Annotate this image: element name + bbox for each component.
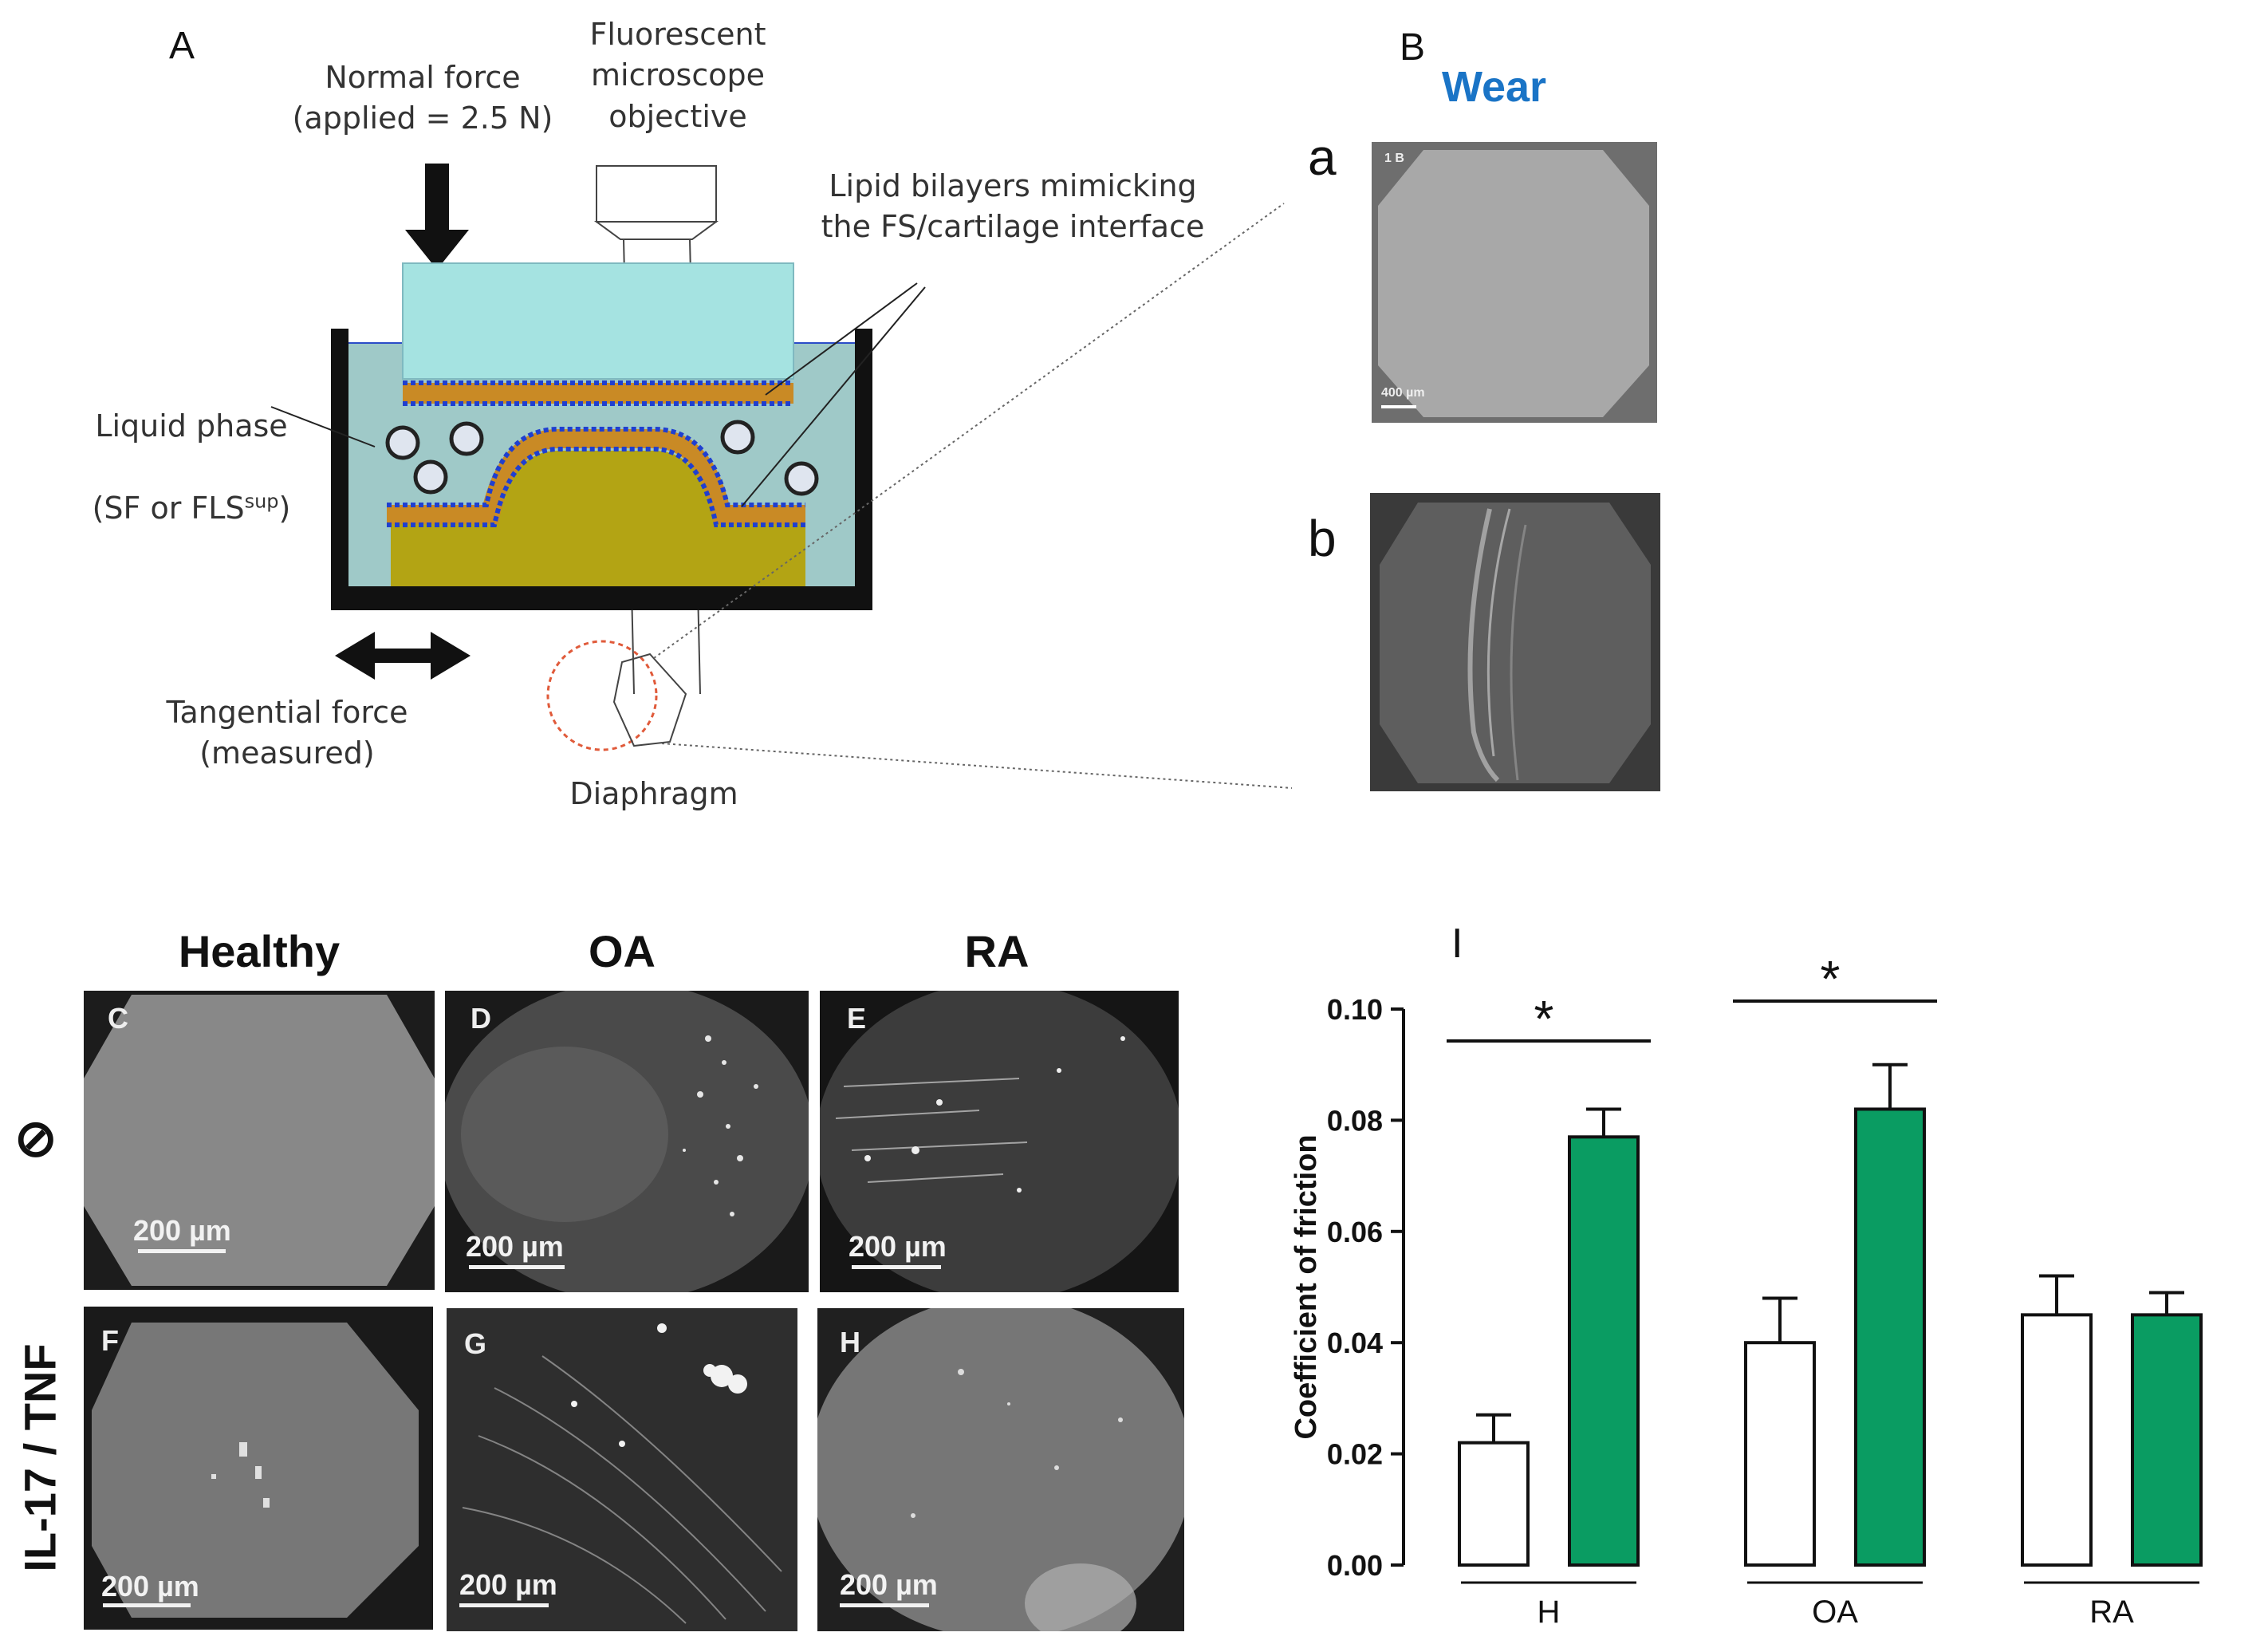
tangential-force-label: Tangential force (measured)	[166, 695, 408, 771]
sub-letter-b: b	[1308, 510, 1337, 567]
sub-letter-a: a	[1308, 128, 1337, 186]
lipid-bilayers-label: Lipid bilayers mimicking the FS/cartilag…	[821, 168, 1205, 245]
panel-letter-i: I	[1451, 921, 1463, 967]
micrograph-c-letter: C	[108, 1002, 128, 1035]
bar	[1744, 1341, 1816, 1567]
diaphragm-circle	[546, 640, 658, 751]
friction-bar-chart: I Coefficient of friction 0.000.020.040.…	[1290, 921, 2203, 1630]
micrograph-c-scale-bar	[138, 1249, 226, 1253]
bar	[2021, 1313, 2093, 1567]
liquid-phase-sup: sup	[244, 490, 279, 513]
objective-aperture-outline	[612, 652, 687, 747]
x-category-label: H	[1538, 1595, 1561, 1630]
wear-image-b	[1370, 493, 1660, 791]
micrograph-f-scale-label: 200 µm	[101, 1570, 199, 1603]
column-header-healthy: Healthy	[178, 926, 341, 976]
micrograph-g-scale-bar	[459, 1603, 549, 1607]
bars: H OA RA	[1458, 1063, 2203, 1630]
micrograph-g-letter: G	[464, 1327, 487, 1360]
significance-star: *	[1534, 990, 1554, 1047]
liquid-phase-main: Liquid phase	[95, 408, 288, 444]
wear-image-a-tag: 1 B	[1384, 152, 1404, 165]
liquid-particles	[385, 420, 819, 496]
significance-markers: **	[1447, 950, 1937, 1047]
micrograph-d-scale-label: 200 µm	[466, 1230, 564, 1263]
y-tick-label: 0.10	[1327, 993, 1383, 1026]
liquid-phase-prefix: (SF or FLS	[92, 490, 245, 526]
lower-lipid-bilayer	[387, 427, 805, 527]
micrograph-d-letter: D	[471, 1002, 491, 1035]
micrograph-e-scale-bar	[852, 1265, 941, 1269]
panel-letter-b: B	[1400, 26, 1426, 69]
micrograph-h-scale-label: 200 µm	[840, 1568, 938, 1601]
y-tick-label: 0.08	[1327, 1104, 1383, 1137]
wear-image-a-scale-label: 400 µm	[1381, 386, 1425, 400]
bar	[1458, 1441, 1530, 1567]
y-axis-label: Coefficient of friction	[1290, 1134, 1323, 1439]
zoom-line-upper	[653, 203, 1285, 659]
normal-force-arrow	[405, 164, 469, 270]
significance-star: *	[1821, 950, 1841, 1007]
diaphragm-label: Diaphragm	[569, 776, 738, 811]
microscope-label: Fluorescent microscope objective	[589, 17, 766, 134]
axes: 0.00 0.02 0.04 0.06 0.08 0.10	[1327, 993, 1405, 1582]
micrograph-e-scale-label: 200 µm	[849, 1230, 947, 1263]
micrograph-d-scale-bar	[469, 1265, 565, 1269]
micrograph-g-scale-label: 200 µm	[459, 1568, 557, 1601]
annotation-pointers	[270, 282, 926, 507]
bar	[2131, 1313, 2203, 1567]
micrograph-g: G 200 µm	[447, 1308, 797, 1631]
tangential-force-arrow	[335, 632, 471, 680]
wear-image-a-scale-bar	[1381, 405, 1416, 408]
micrograph-h-scale-bar	[840, 1603, 929, 1607]
micrograph-f: F 200 µm	[84, 1307, 433, 1630]
x-category-label: RA	[2089, 1595, 2134, 1630]
micrograph-f-letter: F	[101, 1324, 119, 1357]
upper-lipid-bilayer	[403, 380, 793, 406]
bar	[1568, 1135, 1640, 1567]
wear-title: Wear	[1442, 63, 1547, 111]
micrograph-h-letter: H	[840, 1326, 860, 1358]
zoom-line-lower	[661, 743, 1292, 789]
upper-block	[402, 262, 794, 380]
y-tick-label: 0.06	[1327, 1216, 1383, 1248]
x-category-label: OA	[1812, 1595, 1858, 1630]
liquid-phase-suffix: )	[278, 490, 291, 526]
wear-image-a: 1 B 400 µm	[1372, 142, 1657, 423]
panel-letter-a: A	[169, 25, 195, 67]
column-header-oa: OA	[589, 926, 656, 976]
micrograph-h: H 200 µm	[817, 1308, 1184, 1631]
bar	[1854, 1107, 1926, 1567]
micrograph-d: D 200 µm	[445, 991, 809, 1292]
normal-force-label: Normal force (applied = 2.5 N)	[292, 60, 553, 136]
column-header-ra: RA	[964, 926, 1030, 976]
micrograph-c-scale-label: 200 µm	[133, 1214, 231, 1247]
micrograph-c: C 200 µm	[84, 991, 435, 1290]
y-tick-label: 0.02	[1327, 1438, 1383, 1471]
y-tick-label: 0.04	[1327, 1327, 1383, 1359]
y-tick-label: 0.00	[1327, 1549, 1383, 1582]
friction-cell-schematic	[270, 164, 1292, 789]
row-header-il17-tnf: IL-17 / TNF	[14, 1343, 65, 1572]
row-header-untreated: ⊘	[14, 1110, 57, 1167]
micrograph-f-scale-bar	[103, 1603, 191, 1607]
micrograph-e: E 200 µm	[820, 991, 1179, 1292]
micrograph-e-letter: E	[847, 1002, 867, 1035]
liquid-phase-label: Liquid phase (SF or FLSsup)	[72, 365, 311, 529]
